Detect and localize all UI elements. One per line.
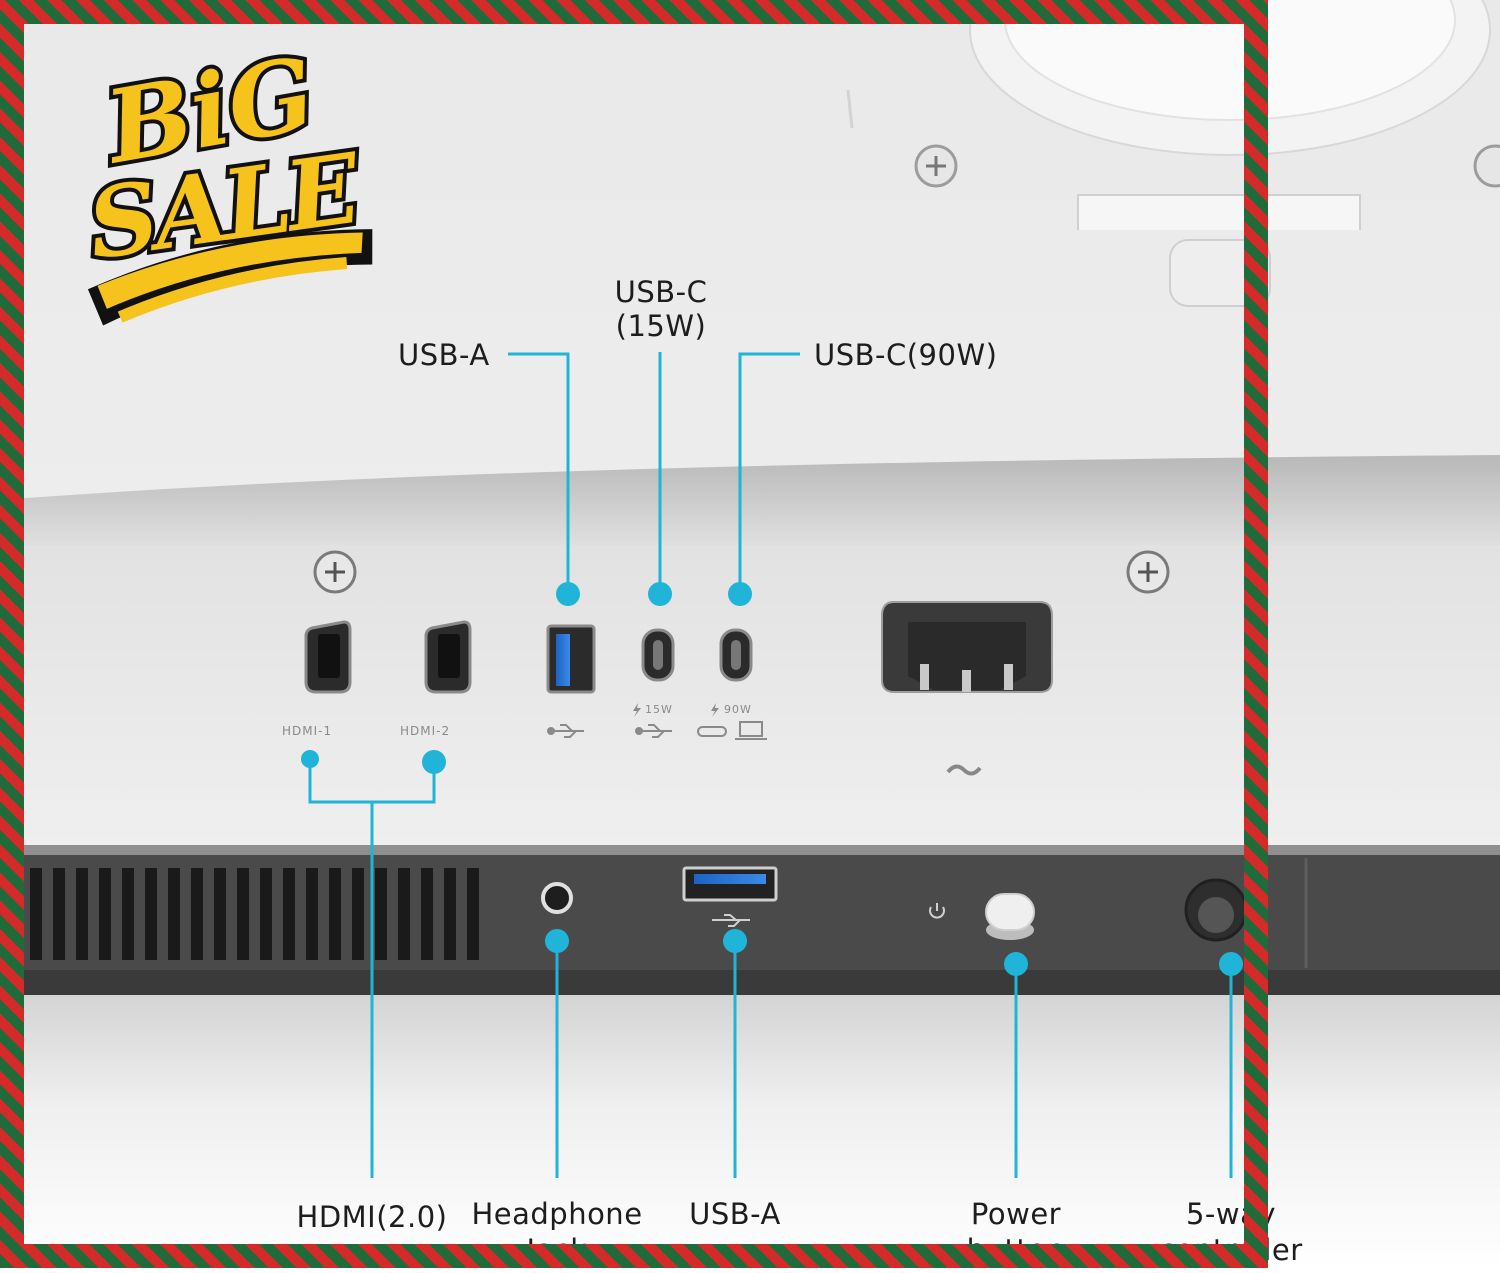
label-power-line1: Power	[970, 1197, 1062, 1231]
vent-slat	[214, 868, 226, 960]
hdmi-2-port[interactable]	[424, 620, 472, 694]
label-headphone-line1: Headphone	[471, 1197, 643, 1231]
vent-slat	[99, 868, 111, 960]
vent-slat	[145, 868, 157, 960]
vent-slat	[168, 868, 180, 960]
power-button[interactable]	[985, 893, 1035, 940]
vent-slat	[53, 868, 65, 960]
callout-dot	[648, 582, 672, 606]
badge-line2: SALE	[81, 131, 368, 281]
vent-slat	[237, 868, 249, 960]
vent-slat	[467, 868, 479, 960]
usb-a-bottom-port[interactable]	[682, 866, 778, 902]
callout-dot	[422, 750, 446, 774]
vent-slat	[352, 868, 364, 960]
vent-slat	[76, 868, 88, 960]
usb-c-15w-port[interactable]	[641, 628, 675, 682]
label-usb-c-15w-line2: (15W)	[615, 309, 707, 343]
ac-power-socket[interactable]	[881, 601, 1053, 693]
vent-slat	[421, 868, 433, 960]
vent-slat	[398, 868, 410, 960]
vent-slat	[191, 868, 203, 960]
hdmi-2-port-label: HDMI-2	[400, 724, 451, 738]
label-headphone-line2: Jack	[526, 1233, 588, 1267]
label-usb-a-top: USB-A	[398, 338, 490, 372]
vent-slat	[375, 868, 387, 960]
callout-dot	[728, 582, 752, 606]
label-power-line2: button	[966, 1233, 1066, 1267]
usb-c-90w-port-label: 90W	[724, 703, 752, 716]
label-controller-line2: controller	[1159, 1233, 1303, 1267]
callout-dot	[301, 750, 319, 768]
usb-c-90w-port[interactable]	[719, 628, 753, 682]
stand-bracket	[1077, 194, 1361, 230]
callout-dot	[545, 929, 569, 953]
hdmi-1-port-label: HDMI-1	[282, 724, 333, 738]
screw-top-icon	[914, 144, 958, 188]
usb-c-15w-port-label: 15W	[645, 703, 673, 716]
label-usb-a-bottom: USB-A	[689, 1197, 781, 1231]
vent-slat	[306, 868, 318, 960]
label-controller-line1: 5-way	[1185, 1197, 1277, 1231]
hdmi-1-port[interactable]	[304, 620, 352, 694]
callout-dot	[1219, 952, 1243, 976]
big-sale-badge: BiG SALE	[77, 40, 373, 326]
screw-right-icon	[1126, 550, 1170, 594]
bottom-strip-lip	[0, 970, 1500, 995]
label-usb-c-90w: USB-C(90W)	[814, 338, 998, 372]
vent-slat	[260, 868, 272, 960]
callout-dot	[556, 582, 580, 606]
stand-tab	[1169, 239, 1271, 307]
vent-slat	[122, 868, 134, 960]
callout-dot	[1004, 952, 1028, 976]
label-usb-c-15w-line1: USB-C	[614, 275, 708, 309]
screw-left-icon	[313, 550, 357, 594]
label-hdmi: HDMI(2.0)	[296, 1200, 448, 1234]
usb-a-top-port[interactable]	[546, 624, 596, 694]
vent-slat	[30, 868, 42, 960]
vent-slat	[444, 868, 456, 960]
five-way-controller[interactable]	[1184, 878, 1248, 942]
callout-dot	[723, 929, 747, 953]
vent-slat	[329, 868, 341, 960]
headphone-jack[interactable]	[541, 882, 573, 914]
vent-slat	[283, 868, 295, 960]
screw-top-right-icon	[1473, 144, 1500, 188]
